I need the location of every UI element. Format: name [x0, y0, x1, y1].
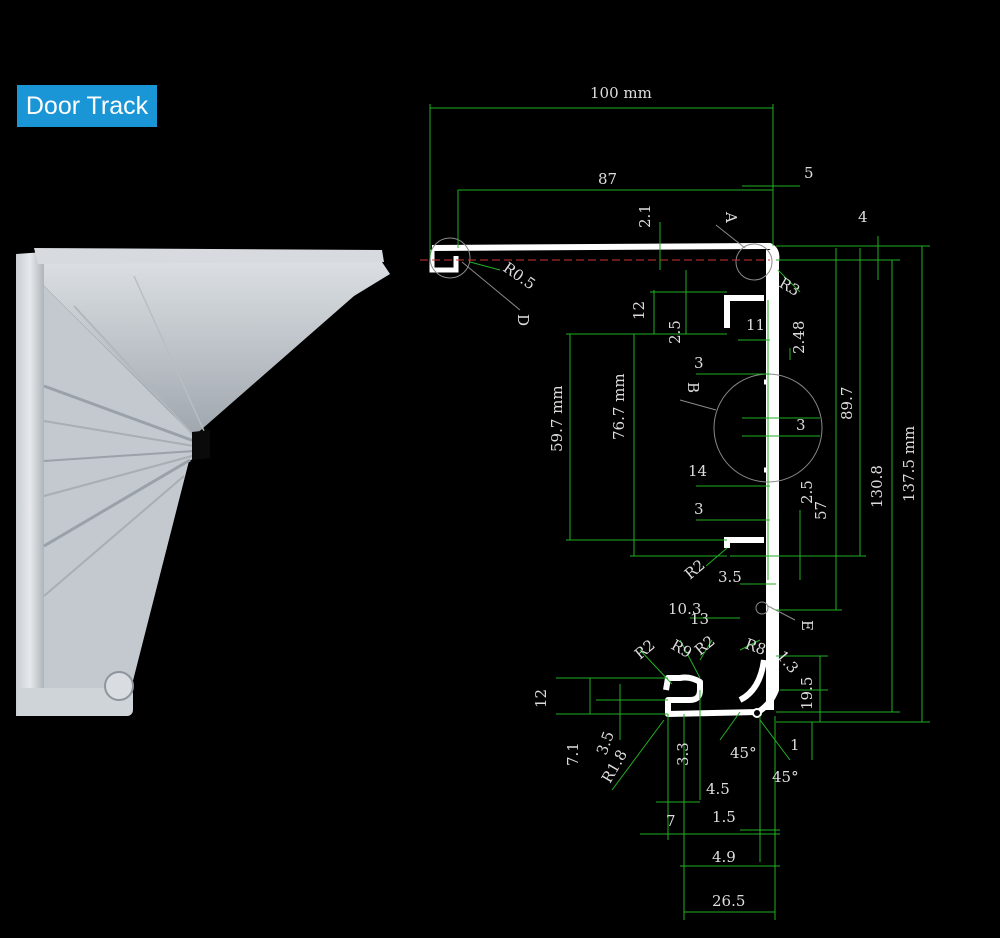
view-e: E — [798, 620, 816, 631]
dim-7: 7 — [666, 812, 676, 830]
dim-4: 4 — [858, 208, 868, 226]
dim-2-1: 2.1 — [636, 204, 654, 228]
dim-3-c: 3 — [694, 500, 704, 518]
dim-3-5: 3.5 — [718, 568, 742, 586]
dim-r3: R3 — [776, 274, 803, 300]
dim-1: 1 — [790, 736, 800, 754]
dim-45-a: 45° — [730, 744, 757, 762]
dim-1-5: 1.5 — [712, 808, 736, 826]
dim-45-b: 45° — [772, 768, 799, 786]
profile-outline — [429, 243, 780, 718]
dim-2-48: 2.48 — [790, 321, 808, 354]
dim-14: 14 — [688, 462, 707, 480]
dim-4-5: 4.5 — [706, 780, 730, 798]
dim-2-5: 2.5 — [666, 320, 684, 344]
dim-r8: R8 — [743, 635, 769, 659]
dim-13: 13 — [690, 610, 709, 628]
dim-7-1: 7.1 — [564, 742, 582, 766]
dim-12-top: 12 — [630, 301, 648, 320]
dim-10-3: 10.3 — [668, 600, 701, 618]
view-a: A — [722, 211, 740, 223]
dim-19-5: 19.5 — [798, 677, 816, 710]
dim-3-a: 3 — [694, 354, 704, 372]
dim-3-b: 3 — [796, 416, 806, 434]
dim-130-8: 130.8 — [868, 465, 886, 508]
dim-r2-c: R2 — [691, 632, 719, 659]
dim-12-bot: 12 — [532, 689, 550, 708]
view-d: D — [514, 314, 532, 326]
title-badge: Door Track — [17, 85, 157, 127]
dim-76-7: 76.7 mm — [610, 373, 628, 440]
dimension-lines — [429, 104, 930, 920]
dim-width-total: 100 mm — [590, 84, 652, 102]
dimension-labels: 100 mm 87 5 2.1 4 R0.5 R3 12 2.5 11 2.48… — [500, 84, 918, 910]
dim-11: 11 — [746, 316, 765, 334]
dim-r2-b: R2 — [631, 636, 659, 663]
dim-r9: R9 — [668, 636, 695, 662]
dim-26-5: 26.5 — [712, 892, 745, 910]
dim-59-7: 59.7 mm — [548, 385, 566, 452]
dim-5: 5 — [804, 164, 814, 182]
dim-137-5: 137.5 mm — [900, 426, 918, 502]
dim-2-5b: 2.5 — [798, 480, 816, 504]
dim-r0-5: R0.5 — [500, 259, 539, 294]
view-b: B — [684, 382, 702, 393]
dim-4-9: 4.9 — [712, 848, 736, 866]
dim-57: 57 — [812, 501, 830, 520]
dim-3-3: 3.3 — [674, 742, 692, 766]
dim-r2-a: R2 — [681, 556, 709, 583]
product-photo — [16, 248, 390, 716]
dim-87: 87 — [598, 170, 617, 188]
dim-89-7: 89.7 — [838, 387, 856, 420]
